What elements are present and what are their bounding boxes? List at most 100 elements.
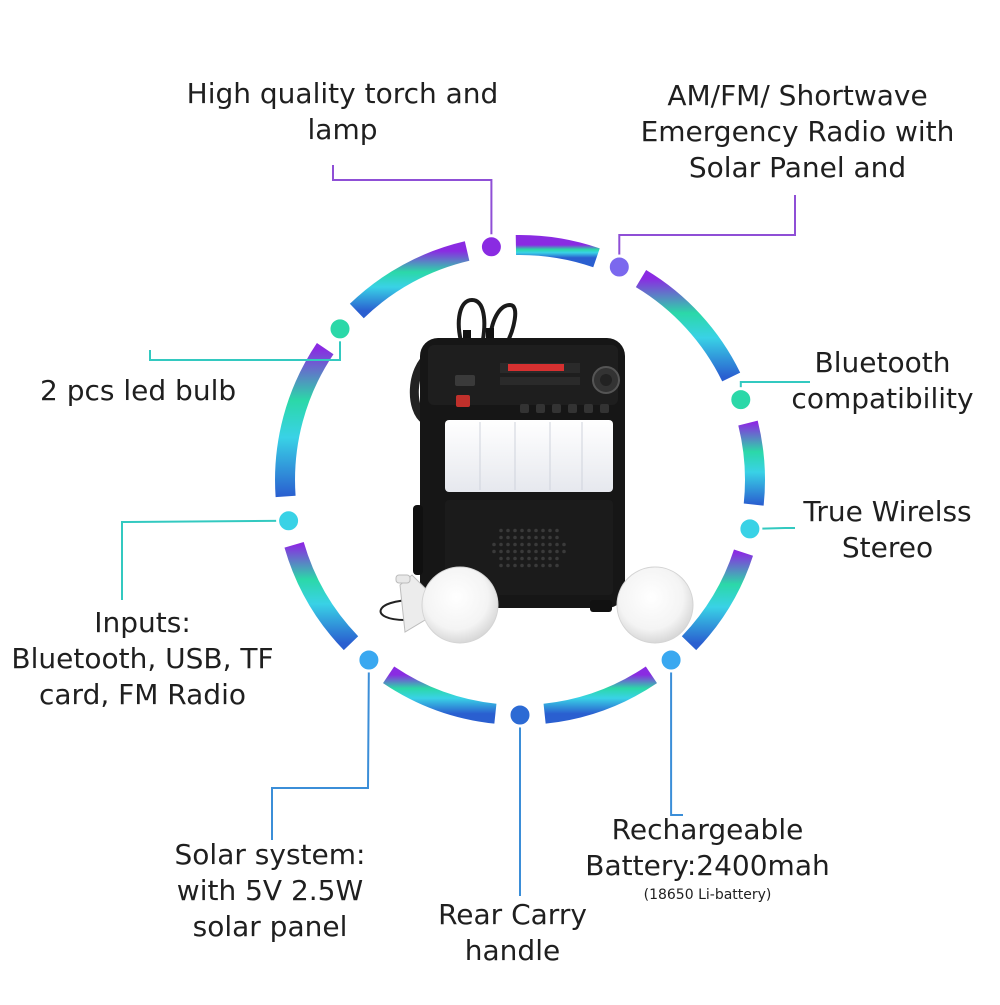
ring-segment bbox=[635, 270, 741, 382]
callout-line bbox=[618, 195, 796, 267]
grille-hole bbox=[534, 535, 538, 540]
ring-dot bbox=[478, 234, 504, 260]
ring-segment bbox=[275, 343, 334, 498]
feature-text: card, FM Radio bbox=[39, 678, 246, 711]
grille-hole bbox=[555, 563, 559, 568]
feature-text: Stereo bbox=[841, 531, 934, 564]
ring bbox=[275, 234, 765, 724]
ring-dot bbox=[327, 316, 353, 342]
ring-segment bbox=[681, 549, 754, 651]
grille-hole bbox=[541, 549, 545, 554]
feature-text: handle bbox=[464, 934, 561, 967]
feature-text: True Wirelss bbox=[803, 495, 972, 528]
grille-hole bbox=[555, 528, 559, 533]
feature-label-solar: Solar system: with 5V 2.5W solar panel bbox=[160, 837, 380, 945]
callout-line bbox=[271, 659, 370, 840]
grille-hole bbox=[541, 563, 545, 568]
grille-hole bbox=[548, 535, 552, 540]
ring-dot bbox=[737, 516, 763, 542]
grille-hole bbox=[499, 556, 503, 561]
grille-hole bbox=[555, 535, 559, 540]
grille-hole bbox=[534, 563, 538, 568]
callout-lines bbox=[121, 165, 810, 896]
grille-hole bbox=[534, 556, 538, 561]
grille-hole bbox=[548, 563, 552, 568]
grille-hole bbox=[506, 528, 510, 533]
grille-hole bbox=[506, 556, 510, 561]
grille-hole bbox=[499, 528, 503, 533]
grille-hole bbox=[520, 542, 524, 547]
feature-text: Bluetooth, USB, TF bbox=[11, 642, 274, 675]
grille-hole bbox=[513, 563, 517, 568]
feature-text: Battery:2400mah bbox=[585, 849, 830, 882]
grille-hole bbox=[555, 542, 559, 547]
ring-segment bbox=[515, 234, 600, 268]
ring-segment bbox=[383, 666, 497, 724]
grille-hole bbox=[527, 556, 531, 561]
feature-text: Emergency Radio with bbox=[640, 115, 955, 148]
grille-hole bbox=[513, 542, 517, 547]
grille-hole bbox=[506, 542, 510, 547]
feature-text: 2 pcs led bulb bbox=[40, 374, 237, 407]
feature-text: Inputs: bbox=[94, 606, 191, 639]
feature-text: compatibility bbox=[791, 382, 974, 415]
grille-hole bbox=[534, 528, 538, 533]
grille-hole bbox=[513, 549, 517, 554]
grille-hole bbox=[513, 535, 517, 540]
grille-hole bbox=[492, 549, 496, 554]
feature-label-battery: Rechargeable Battery:2400mah (18650 Li-b… bbox=[565, 812, 850, 904]
feature-text: lamp bbox=[307, 113, 378, 146]
callout-line bbox=[149, 328, 341, 361]
grille-hole bbox=[541, 556, 545, 561]
callout-line bbox=[121, 519, 289, 600]
grille-hole bbox=[513, 528, 517, 533]
ring-dot bbox=[728, 387, 754, 413]
feature-label-bulb: 2 pcs led bulb bbox=[40, 373, 260, 409]
grille-hole bbox=[499, 542, 503, 547]
grille-hole bbox=[548, 528, 552, 533]
grille-hole bbox=[520, 556, 524, 561]
grille-hole bbox=[548, 556, 552, 561]
grille-hole bbox=[541, 528, 545, 533]
grille-hole bbox=[506, 563, 510, 568]
feature-label-handle: Rear Carry handle bbox=[420, 897, 605, 969]
feature-note: (18650 Li-battery) bbox=[643, 887, 772, 903]
ring-segment bbox=[284, 541, 359, 651]
feature-text: with 5V 2.5W bbox=[176, 874, 364, 907]
feature-text: Rear Carry bbox=[438, 898, 587, 931]
grille-hole bbox=[520, 549, 524, 554]
grille-hole bbox=[534, 549, 538, 554]
ring-dot bbox=[606, 254, 632, 280]
grille-hole bbox=[499, 535, 503, 540]
grille-hole bbox=[513, 556, 517, 561]
ring-dot bbox=[658, 647, 684, 673]
feature-text: solar panel bbox=[192, 910, 348, 943]
grille-hole bbox=[562, 549, 566, 554]
grille-hole bbox=[499, 563, 503, 568]
callout-line bbox=[332, 165, 493, 247]
grille-hole bbox=[548, 542, 552, 547]
grille-hole bbox=[506, 549, 510, 554]
grille-hole bbox=[534, 542, 538, 547]
ring-dot bbox=[507, 702, 533, 728]
feature-label-torch: High quality torch and lamp bbox=[170, 76, 515, 148]
grille-hole bbox=[548, 549, 552, 554]
radio-device-illustration bbox=[379, 297, 694, 644]
feature-label-tws: True Wirelss Stereo bbox=[790, 494, 985, 566]
grille-hole bbox=[555, 556, 559, 561]
feature-label-inputs: Inputs: Bluetooth, USB, TF card, FM Radi… bbox=[5, 605, 280, 713]
grille-hole bbox=[520, 528, 524, 533]
feature-label-bluetooth: Bluetooth compatibility bbox=[775, 345, 990, 417]
ring-dot bbox=[356, 647, 382, 673]
grille-hole bbox=[527, 549, 531, 554]
ring-segment bbox=[543, 666, 657, 724]
grille-hole bbox=[562, 542, 566, 547]
grille-hole bbox=[541, 542, 545, 547]
grille-hole bbox=[520, 535, 524, 540]
ring-segment bbox=[738, 420, 765, 506]
grille-hole bbox=[527, 542, 531, 547]
feature-text: Bluetooth bbox=[814, 346, 951, 379]
feature-label-radio: AM/FM/ Shortwave Emergency Radio with So… bbox=[620, 78, 975, 186]
